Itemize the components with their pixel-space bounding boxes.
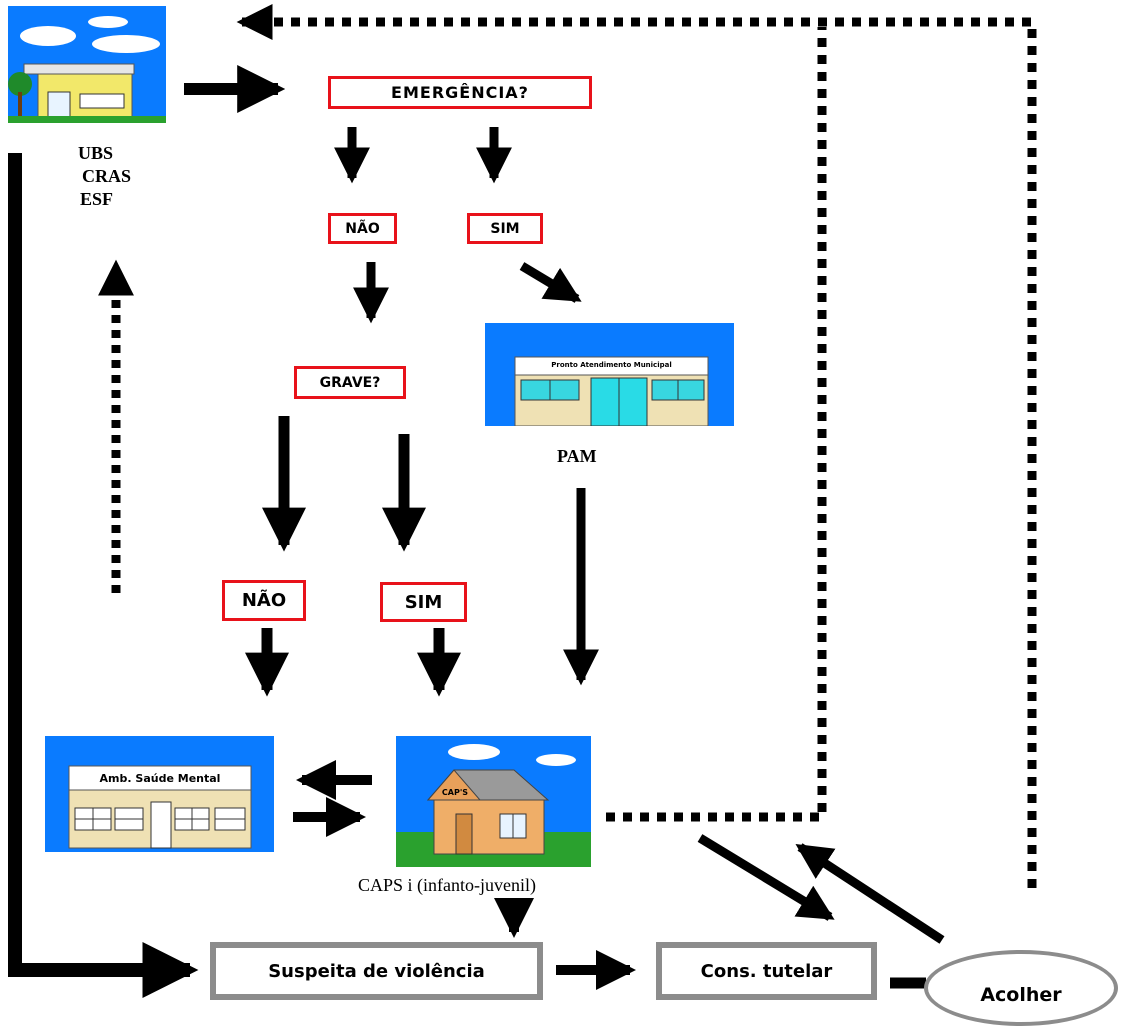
- ambulatorio-building-image: Amb. Saúde Mental: [45, 736, 274, 852]
- caption-caps: CAPS i (infanto-juvenil): [358, 875, 536, 895]
- pam-building-image: Pronto Atendimento Municipal: [485, 323, 734, 426]
- caption-cras: CRAS: [82, 166, 132, 186]
- ambulatorio-sign: Amb. Saúde Mental: [99, 772, 221, 785]
- ubs-building-image: [8, 6, 166, 123]
- outcome-acolher-label: Acolher: [980, 984, 1062, 1006]
- decision-emergencia-label: EMERGÊNCIA?: [391, 83, 529, 102]
- decision-sim-1: SIM: [467, 213, 543, 244]
- pam-sign: Pronto Atendimento Municipal: [551, 361, 672, 369]
- decision-nao-1: NÃO: [328, 213, 397, 244]
- decision-grave: GRAVE?: [294, 366, 406, 399]
- caps-sign: CAP'S: [441, 788, 469, 797]
- decision-grave-label: GRAVE?: [319, 374, 381, 391]
- arrow-acolher-to-caps: [795, 843, 945, 944]
- caption-ubs: UBS: [78, 143, 114, 163]
- decision-nao-1-label: NÃO: [345, 220, 380, 237]
- decision-nao-2: NÃO: [222, 580, 306, 621]
- decision-sim-1-label: SIM: [490, 220, 520, 237]
- decision-sim-2: SIM: [380, 582, 467, 622]
- arrow-caps-to-conselho: [697, 834, 835, 921]
- outcome-suspeita-label: Suspeita de violência: [268, 960, 485, 982]
- caps-building-image: CAP'S: [396, 736, 591, 867]
- outcome-conselho: Cons. tutelar: [656, 942, 877, 1000]
- dotted-return-loop: [606, 27, 827, 822]
- caption-pam: PAM: [557, 446, 597, 466]
- arrow-ubs-to-suspeita: [8, 153, 199, 998]
- dotted-return-acolher: [236, 4, 1037, 888]
- outcome-suspeita: Suspeita de violência: [210, 942, 543, 1000]
- caption-esf: ESF: [80, 189, 114, 209]
- decision-emergencia: EMERGÊNCIA?: [328, 76, 592, 109]
- outcome-conselho-label: Cons. tutelar: [700, 960, 833, 982]
- decision-nao-2-label: NÃO: [241, 590, 287, 611]
- arrow-sim-to-pam: [519, 262, 582, 303]
- outcome-acolher: Acolher: [924, 950, 1118, 1026]
- decision-sim-2-label: SIM: [404, 591, 443, 613]
